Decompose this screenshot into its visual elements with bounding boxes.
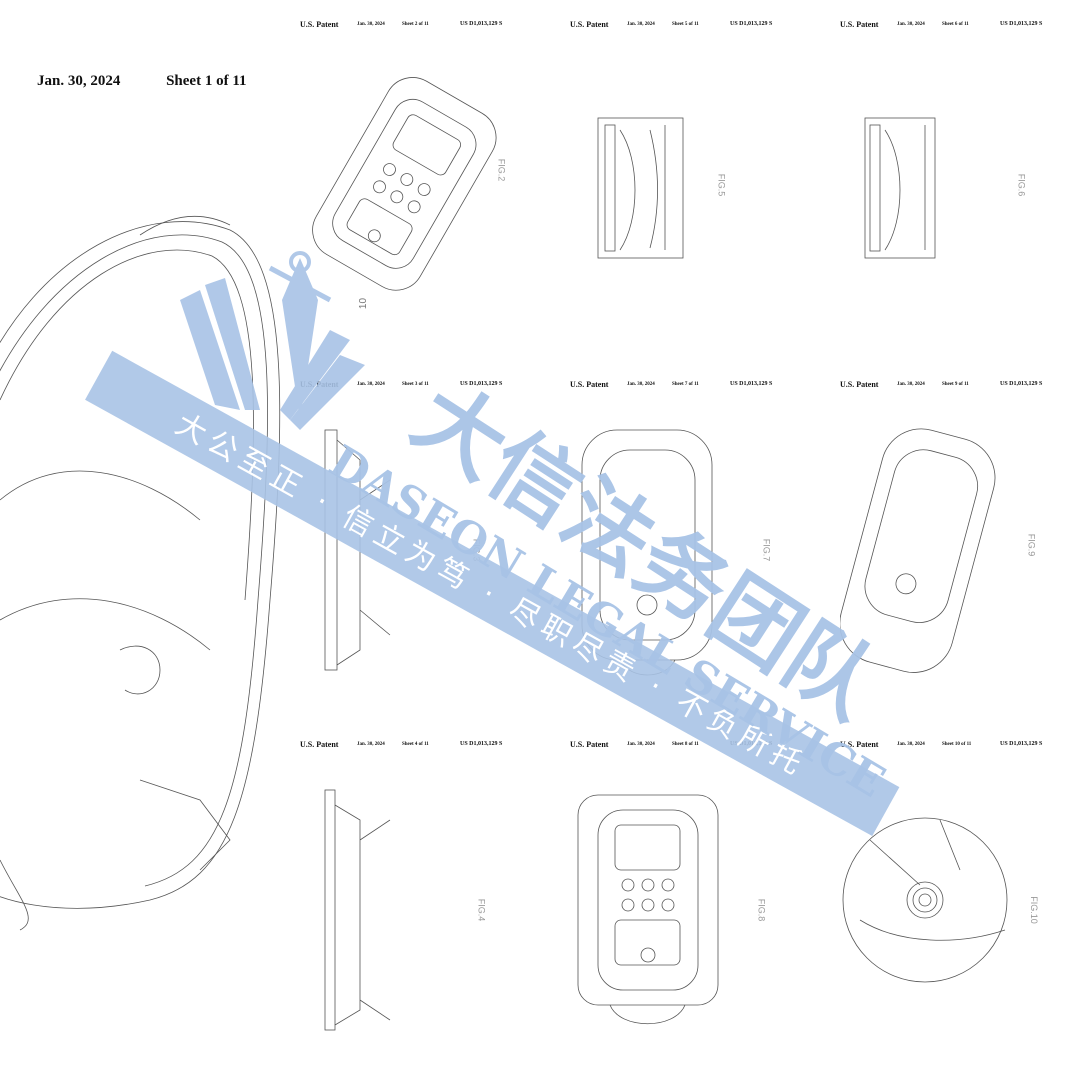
sheet-number: Sheet 6 of 11 [942, 22, 969, 27]
main-drawing [0, 215, 281, 931]
sheet-date: Jan. 30, 2024 [897, 22, 925, 27]
sheet-number: Sheet 5 of 11 [672, 22, 699, 27]
sheet-number: Sheet 2 of 11 [402, 22, 429, 27]
fig-2-drawing [312, 77, 497, 291]
fig-9-drawing [840, 428, 996, 673]
fig-3-drawing [324, 429, 391, 671]
figure-label: FIG.8 [756, 898, 767, 922]
sheet-2: U.S. Patent Jan. 30, 2024 Sheet 2 of 11 US … [300, 0, 570, 360]
main-sheet-header: Jan. 30, 2024 Sheet 1 of 11 [37, 73, 247, 90]
fig-10-drawing [842, 817, 1008, 983]
fig-5-drawing [597, 117, 684, 259]
reference-numeral: 10 [358, 297, 370, 310]
patent-number: US D1,013,129 S [1000, 381, 1043, 387]
patent-number: US D1,013,129 S [1000, 21, 1043, 27]
sheet-date: Jan. 30, 2024 [897, 382, 925, 387]
main-sheet-number: Sheet 1 of 11 [166, 73, 247, 89]
figure-label: FIG.10 [1028, 896, 1039, 924]
figure-label: FIG.4 [476, 898, 487, 922]
figure-label: FIG.3 [471, 538, 482, 562]
sheet-date: Jan. 30, 2024 [897, 742, 925, 747]
sheet-date: Jan. 30, 2024 [627, 22, 655, 27]
figure-label: FIG.7 [761, 538, 772, 562]
patent-label: U.S. Patent [300, 20, 339, 29]
main-sheet-date: Jan. 30, 2024 [37, 73, 121, 89]
patent-label: U.S. Patent [570, 20, 609, 29]
patent-number: US D1,013,129 S [1000, 741, 1043, 747]
sheet-number: Sheet 9 of 11 [942, 382, 969, 387]
fig-8-drawing [577, 794, 719, 1024]
fig-4-drawing [324, 789, 391, 1031]
sheet-6: U.S. Patent Jan. 30, 2024 Sheet 6 of 11 US … [840, 0, 1080, 360]
fig-7-drawing [581, 429, 713, 676]
figure-label: FIG.2 [496, 158, 507, 182]
sheet-date: Jan. 30, 2024 [357, 22, 385, 27]
fig-6-drawing [864, 117, 936, 259]
figure-label: FIG.6 [1016, 173, 1027, 197]
sheet-number: Sheet 10 of 11 [942, 742, 972, 747]
patent-label: U.S. Patent [840, 20, 879, 29]
figure-label: FIG.9 [1026, 533, 1037, 557]
sheet-5: U.S. Patent Jan. 30, 2024 Sheet 5 of 11 US … [570, 0, 840, 360]
figure-label: FIG.5 [716, 173, 727, 197]
patent-number: US D1,013,129 S [730, 21, 773, 27]
patent-number: US D1,013,129 S [460, 21, 503, 27]
